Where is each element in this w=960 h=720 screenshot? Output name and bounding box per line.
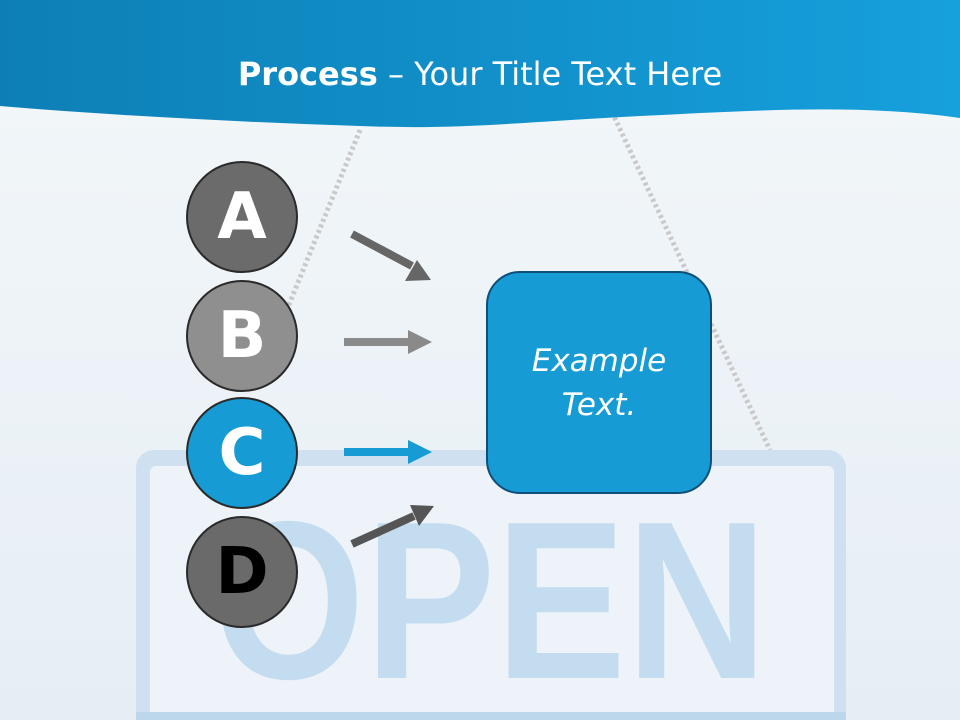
step-circle-b: B <box>186 280 298 392</box>
header-wave <box>0 0 960 128</box>
sign-open-text: OPEN <box>213 474 768 720</box>
step-circle-a: A <box>186 161 298 273</box>
example-text-box: Example Text. <box>486 271 712 494</box>
title-rest: – Your Title Text Here <box>377 55 723 93</box>
step-letter-c: C <box>218 416 266 490</box>
box-line-1: Example <box>531 342 667 379</box>
page-title: Process – Your Title Text Here <box>0 52 960 96</box>
step-letter-b: B <box>217 299 267 373</box>
box-line-2: Text. <box>561 386 637 423</box>
arrow-b <box>344 330 432 354</box>
step-letter-a: A <box>217 180 267 254</box>
arrow-d <box>350 505 434 548</box>
step-circle-d: D <box>186 516 298 628</box>
step-letter-d: D <box>215 535 269 609</box>
left-chain <box>283 129 363 313</box>
arrow-a <box>350 230 431 281</box>
arrow-c <box>344 440 432 464</box>
title-bold: Process <box>237 55 378 93</box>
step-circle-c: C <box>186 397 298 509</box>
